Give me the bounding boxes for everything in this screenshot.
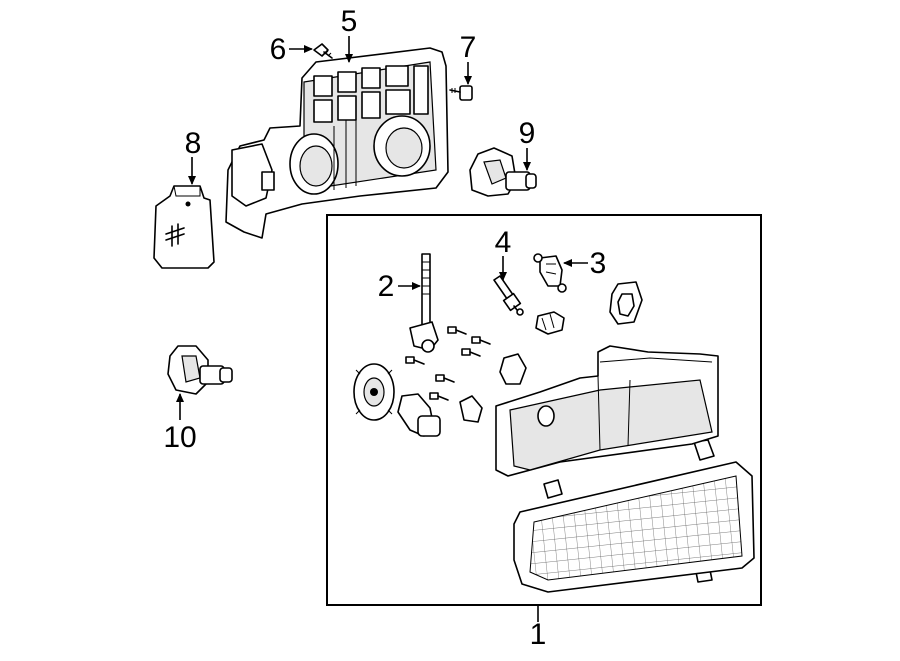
bulb-box-part: [153, 185, 215, 269]
socket-flange-part: [353, 363, 395, 421]
callout-5: 5: [341, 5, 358, 38]
callout-8: 8: [185, 127, 202, 160]
leader-lines: [176, 36, 588, 622]
assembly-frame: [326, 214, 762, 606]
callout-1: 1: [530, 618, 547, 651]
callout-3: 3: [590, 247, 607, 280]
callout-7: 7: [460, 31, 477, 64]
bolt-part-7: [449, 85, 473, 101]
bulb-part-9: [469, 147, 537, 197]
bulb-socket-part: [397, 393, 441, 437]
headlamp-housing-part: [495, 345, 719, 477]
mounting-panel-part: [225, 47, 449, 239]
screw-part-6: [313, 43, 333, 59]
clip-part: [533, 253, 567, 293]
adjuster-screw-part: [493, 275, 524, 316]
callout-6: 6: [270, 33, 287, 66]
small-screws: [405, 326, 491, 401]
headlamp-lens-part: [513, 461, 755, 593]
callout-9: 9: [519, 117, 536, 150]
callout-2: 2: [378, 270, 395, 303]
gasket-part: [609, 281, 643, 325]
bulb-part-10: [167, 345, 233, 395]
callout-4: 4: [495, 226, 512, 259]
knob-part: [535, 311, 565, 335]
callout-10: 10: [163, 421, 196, 454]
adjuster-rod-part: [409, 253, 439, 353]
